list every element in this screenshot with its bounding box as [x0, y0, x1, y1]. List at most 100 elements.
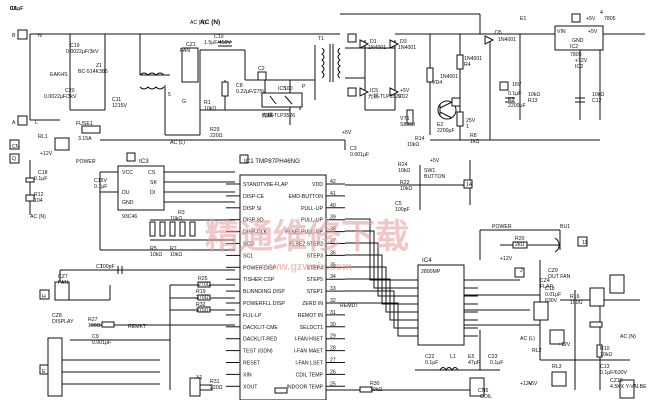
ic3-pin-gnd: GND	[122, 200, 134, 206]
ic1-right-pin-number: 42	[330, 179, 336, 185]
label-right: 4	[600, 10, 603, 16]
ic1-ic4-bus-line	[345, 242, 405, 297]
ic1-right-pin-label: INDOOR TEMP	[286, 384, 323, 390]
label-left: C18	[38, 170, 48, 176]
label-top: R13	[528, 98, 538, 104]
label-right: 2kΩ	[515, 242, 524, 248]
ic3-name: IC3	[139, 158, 149, 165]
label-left: 270Ω	[196, 308, 209, 314]
label-left: 100Ω	[88, 323, 101, 329]
label-top: 10kΩ	[204, 106, 216, 112]
ic1-right-pin-number: 38	[330, 227, 336, 233]
label-right: 14	[466, 182, 472, 188]
label-top: 0.22μF/275V	[236, 89, 266, 95]
label-top: E1	[520, 16, 526, 22]
label-right: FLAP	[540, 284, 554, 290]
label-top: D1	[370, 39, 377, 45]
label-node-b: AC (N)	[200, 19, 220, 26]
label-top: T1	[318, 36, 324, 42]
label-left: 10kΩ	[170, 216, 182, 222]
label-left: R12	[34, 192, 44, 198]
label-left: 220Ω	[210, 385, 223, 391]
ic1-right-pin-label: FLSE2 STEP2	[289, 242, 323, 248]
ic1-right-pin-number: 35	[330, 262, 336, 268]
label-top: P	[302, 84, 306, 90]
label-top: 0.001μF	[350, 152, 369, 158]
label-top: +12V	[575, 58, 588, 64]
ic1-right-pin-number: 40	[330, 203, 336, 209]
label-top: 5	[168, 92, 171, 98]
label-left: R5	[150, 246, 157, 252]
label-left: 270Ω	[198, 282, 211, 288]
ic1-right-pin-label: STEP3	[307, 253, 324, 259]
label-top: IC5	[370, 88, 378, 94]
ic1-left-pin-label: STANDTV8E-FLAP	[243, 182, 288, 188]
ic1-right-pin-number: 26	[330, 369, 336, 375]
label-left: +5V	[342, 130, 352, 136]
label-right: 4.5KX Y-VALBE	[610, 384, 647, 390]
label-top: 光耦-TLP3526	[368, 92, 401, 100]
ic1-right-pin-number: 29	[330, 334, 336, 340]
label-top: IC2	[575, 64, 583, 70]
label-left: 3.15A	[78, 136, 92, 142]
label-top: 10kΩ	[528, 92, 540, 98]
label-left: R7	[170, 246, 177, 252]
ic4-name: IC4	[422, 257, 432, 264]
label-right: +12V	[520, 381, 533, 387]
label-right: OUT FAN	[548, 274, 571, 280]
label-top: 25V	[466, 118, 476, 124]
label-right: 10kΩ	[400, 186, 412, 192]
ic3-pin-vcc: VCC	[122, 170, 133, 176]
ic5-name: IC5	[278, 86, 286, 92]
label-right: BU1	[560, 224, 570, 230]
label-left: CN	[12, 144, 20, 150]
ic1-right-pin-number: 39	[330, 215, 336, 221]
ic1-right-pin-number: 37	[330, 239, 336, 245]
label-top: 1	[466, 124, 469, 130]
ic1-right-pin-number: 32	[330, 298, 336, 304]
watermark-text: 精通维修下载	[205, 218, 409, 256]
ic4-driver	[345, 218, 478, 346]
label-left: C7	[96, 264, 103, 270]
ic1-right-pin-label: STEP4	[307, 265, 324, 271]
ic1-left-pin-label: SCD	[243, 242, 254, 248]
label-top: R14	[415, 136, 425, 142]
ic3-part: 93C46	[122, 214, 137, 220]
label-left: R31	[210, 379, 220, 385]
label-right: AC (N)	[620, 334, 636, 340]
lower-right-wiring	[274, 229, 640, 399]
label-top: +5V	[586, 16, 596, 22]
label-top: R8	[470, 133, 477, 139]
ic1-right-pin-label: I-FAN HSET	[294, 337, 323, 343]
label-left: 0.1μF	[34, 176, 47, 182]
ic5-part: 光耦-TLP3526	[262, 111, 295, 119]
ic1-right-pin-label: FLSEI PULL-UP	[285, 230, 323, 236]
ic1-right-pin-number: 31	[330, 310, 336, 316]
ic3-pin-cs: CS	[148, 170, 156, 176]
label-top: S8050	[400, 122, 415, 128]
label-right: BUTTON	[424, 174, 445, 180]
label-top: 0.1μF	[10, 6, 23, 12]
label-top: C20	[65, 88, 75, 94]
ic1-right-pin-label: I-FAN LSET	[295, 361, 324, 367]
ic2-pin-gnd: GND	[572, 38, 584, 44]
label-left: B	[12, 33, 16, 39]
label-left: R32	[196, 302, 206, 308]
label-top: 1N4001	[440, 74, 458, 80]
label-top: Z1	[96, 63, 102, 69]
top-components	[9, 13, 604, 375]
label-top: +5V	[400, 88, 410, 94]
label-right: C18	[545, 286, 555, 292]
label-right: 0.1μF	[425, 360, 438, 366]
label-top: R4	[464, 62, 471, 68]
ic1-left-pin-label: POWER DISP	[243, 265, 277, 271]
label-top: 10kΩ	[407, 142, 419, 148]
ic1-right-pin-number: 27	[330, 358, 336, 364]
label-right: +12V	[500, 256, 513, 262]
label-left: E	[42, 369, 46, 375]
label-top: D3	[400, 39, 407, 45]
label-top: C12	[592, 98, 602, 104]
label-top: E2	[437, 122, 443, 128]
